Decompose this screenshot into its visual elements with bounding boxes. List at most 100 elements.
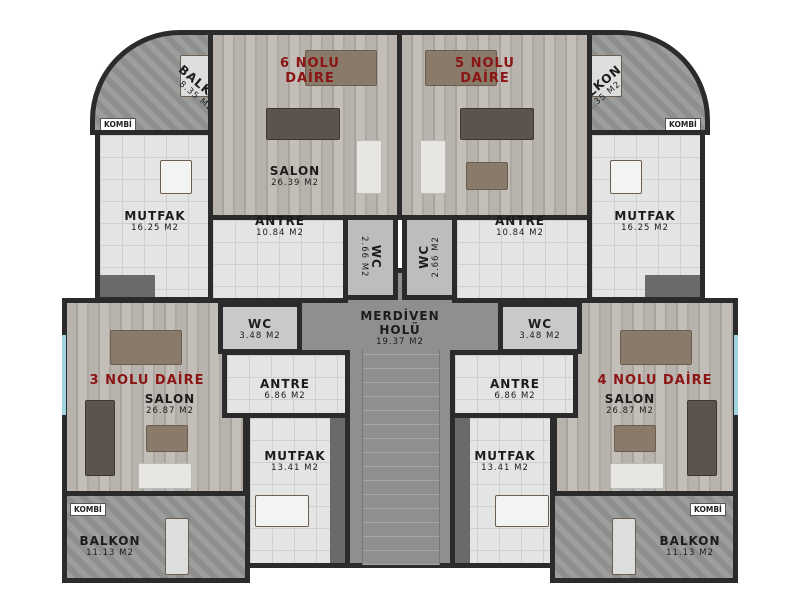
u5-title: 5 NOLU DAİRE xyxy=(445,56,525,87)
u3-kitchen-label: MUTFAK 13.41 M2 xyxy=(250,449,340,474)
u4-kitchen-label: MUTFAK 13.41 M2 xyxy=(460,449,550,474)
u6-wc xyxy=(343,215,398,300)
u6-salon-label: SALON 26.39 M2 xyxy=(255,164,335,189)
u3-wc-label: WC 3.48 M2 xyxy=(225,317,295,342)
u4-antre-label: ANTRE 6.86 M2 xyxy=(470,377,560,402)
u4-coffee-table xyxy=(614,425,656,452)
u5-kitchen-table xyxy=(610,160,642,194)
u6-antre-label: ANTRE 10.84 M2 xyxy=(235,214,325,239)
room-area: 10.84 M2 xyxy=(256,227,304,238)
u6-balcony-table xyxy=(180,55,212,97)
u6-wc-label: WC 2.66 M2 xyxy=(358,222,383,292)
u6-armchair xyxy=(356,140,382,194)
u6-kitchen-counter xyxy=(100,275,155,297)
room-area: 11.13 M2 xyxy=(86,547,134,558)
room-name: MUTFAK xyxy=(124,209,186,223)
u4-dining-table xyxy=(620,330,692,365)
u6-kitchen-label: MUTFAK 16.25 M2 xyxy=(110,209,200,234)
room-area: 16.25 M2 xyxy=(621,222,669,233)
u4-wc-label: WC 3.48 M2 xyxy=(505,317,575,342)
u3-window xyxy=(62,335,66,415)
u3-antre-label: ANTRE 6.86 M2 xyxy=(240,377,330,402)
u5-kombi: KOMBİ xyxy=(665,118,701,131)
u3-dining-table xyxy=(110,330,182,365)
room-name: WC xyxy=(368,244,383,269)
u3-kitchen-counter xyxy=(330,418,345,563)
room-name: BALKON xyxy=(79,534,141,548)
room-name: ANTRE xyxy=(255,214,305,228)
u4-kitchen-counter xyxy=(455,418,470,563)
room-area: 16.25 M2 xyxy=(131,222,179,233)
stair-hall-label: MERDİVEN HOLÜ 19.37 M2 xyxy=(340,309,460,347)
u3-sofa xyxy=(85,400,115,476)
u4-sofa xyxy=(687,400,717,476)
u4-kitchen-table xyxy=(495,495,549,527)
room-area: 3.48 M2 xyxy=(519,330,561,341)
hall-name-2: HOLÜ xyxy=(379,322,421,337)
u3-kombi: KOMBİ xyxy=(70,503,106,516)
room-area: 26.87 M2 xyxy=(146,405,194,416)
unit-title: 6 NOLU xyxy=(280,56,340,71)
room-name: MUTFAK xyxy=(474,449,536,463)
u4-salon-label: SALON 26.87 M2 xyxy=(590,392,670,417)
room-area: 6.86 M2 xyxy=(264,390,306,401)
u5-kitchen-label: MUTFAK 16.25 M2 xyxy=(600,209,690,234)
u3-title: 3 NOLU DAİRE xyxy=(89,373,205,388)
room-area: 10.84 M2 xyxy=(496,227,544,238)
unit-title-2: DAİRE xyxy=(285,70,335,86)
u5-kitchen-counter xyxy=(645,275,700,297)
u4-kitchen xyxy=(450,413,555,568)
u3-armchair xyxy=(138,463,192,489)
room-name: MUTFAK xyxy=(614,209,676,223)
u4-window xyxy=(734,335,738,415)
unit-title-2: DAİRE xyxy=(460,70,510,86)
u5-wc xyxy=(402,215,457,300)
room-area: 2.66 M2 xyxy=(358,236,369,278)
hall-name: MERDİVEN xyxy=(360,309,440,323)
u5-armchair xyxy=(420,140,446,194)
room-area: 26.39 M2 xyxy=(271,177,319,188)
u3-balcony-label: BALKON 11.13 M2 xyxy=(65,534,155,559)
room-area: 3.48 M2 xyxy=(239,330,281,341)
room-name: BALKON xyxy=(659,534,721,548)
room-area: 13.41 M2 xyxy=(481,462,529,473)
u4-armchair xyxy=(610,463,664,489)
room-name: MUTFAK xyxy=(264,449,326,463)
u3-coffee-table xyxy=(146,425,188,452)
u4-balcony-table xyxy=(612,518,636,575)
u4-title: 4 NOLU DAİRE xyxy=(597,373,713,388)
room-area: 13.41 M2 xyxy=(271,462,319,473)
u5-wc-label: WC 2.66 M2 xyxy=(417,222,442,292)
room-area: 6.86 M2 xyxy=(494,390,536,401)
u5-balcony-table xyxy=(590,55,622,97)
room-name: WC xyxy=(247,317,273,331)
room-name: ANTRE xyxy=(260,377,310,391)
u3-kitchen xyxy=(245,413,350,568)
u5-dining-table xyxy=(425,50,497,86)
room-name: WC xyxy=(527,317,553,331)
room-name: SALON xyxy=(144,392,196,406)
u3-balcony-table xyxy=(165,518,189,575)
room-name: SALON xyxy=(604,392,656,406)
room-name: ANTRE xyxy=(490,377,540,391)
u6-sofa xyxy=(266,108,340,140)
u6-dining-table xyxy=(305,50,377,86)
u3-kitchen-table xyxy=(255,495,309,527)
u6-title: 6 NOLU DAİRE xyxy=(270,56,350,87)
u3-salon-label: SALON 26.87 M2 xyxy=(130,392,210,417)
room-area: 2.66 M2 xyxy=(431,236,442,278)
u4-balcony-label: BALKON 11.13 M2 xyxy=(645,534,735,559)
room-name: WC xyxy=(417,244,432,269)
room-area: 26.87 M2 xyxy=(606,405,654,416)
u5-sofa xyxy=(460,108,534,140)
room-name: SALON xyxy=(269,164,321,178)
unit-title: 5 NOLU xyxy=(455,56,515,71)
staircase xyxy=(362,350,440,565)
room-name: ANTRE xyxy=(495,214,545,228)
u4-kombi: KOMBİ xyxy=(690,503,726,516)
u6-kitchen-table xyxy=(160,160,192,194)
u5-antre-label: ANTRE 10.84 M2 xyxy=(475,214,565,239)
hall-area: 19.37 M2 xyxy=(376,336,424,347)
room-area: 11.13 M2 xyxy=(666,547,714,558)
